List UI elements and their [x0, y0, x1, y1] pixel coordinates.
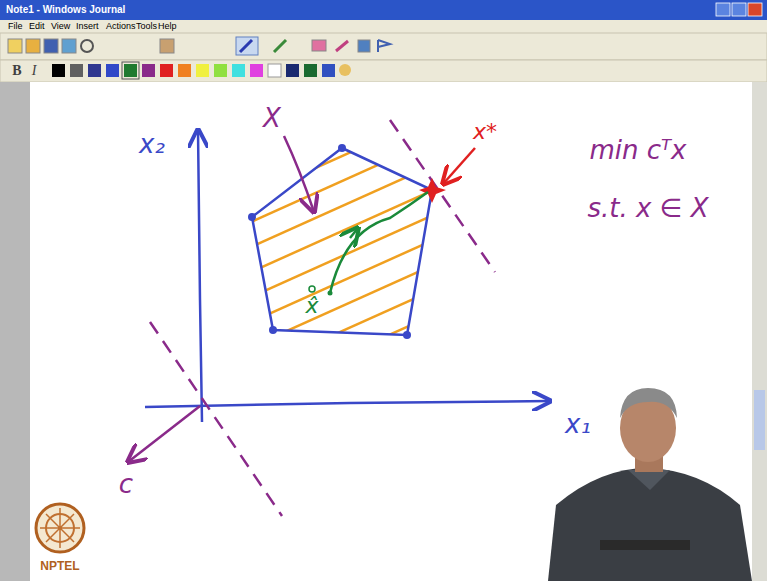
- scroll-thumb: [754, 390, 765, 450]
- menu-item: View: [51, 22, 70, 31]
- axis-label: x₂: [139, 131, 165, 157]
- page: [30, 82, 752, 581]
- side-margin: [0, 82, 30, 581]
- path-arrow: [350, 228, 358, 238]
- path-start: [328, 291, 333, 296]
- toolbar-icons: [8, 37, 390, 55]
- feasible-polygon: [252, 148, 432, 335]
- presenter: [548, 388, 752, 581]
- improvement-path: [330, 192, 428, 293]
- objective-text: min cᵀx: [590, 137, 687, 163]
- feasible-hatching: [200, 85, 500, 420]
- menu-item: File: [8, 22, 23, 31]
- menu-bar: [0, 20, 767, 33]
- point-label: x̂: [305, 295, 318, 317]
- menu-item: Help: [158, 22, 177, 31]
- start-point: [309, 286, 315, 292]
- level-line: [150, 322, 282, 516]
- vector-label: c: [119, 471, 133, 497]
- menu-item: Insert: [76, 22, 99, 31]
- axis-label: x₁: [565, 411, 591, 437]
- title-bar: [0, 0, 767, 20]
- window-button: [748, 3, 762, 16]
- menu-item: Tools: [136, 22, 157, 31]
- optimum-point: [419, 178, 446, 203]
- menu-item: Actions: [106, 22, 136, 31]
- toolbar: [0, 33, 767, 60]
- window-title: Note1 - Windows Journal: [6, 5, 125, 15]
- scrollbar: [752, 82, 767, 581]
- color-palette: [52, 62, 351, 79]
- constraint-text: s.t. x ∈ X: [588, 195, 709, 221]
- leader-line: [443, 148, 475, 184]
- polygon-vertices: [248, 144, 411, 339]
- nptel-logo: [36, 504, 84, 552]
- point-label: x*: [473, 121, 497, 143]
- window-button: [716, 3, 730, 16]
- menu-item: Edit: [29, 22, 45, 31]
- x2-axis: [198, 130, 202, 422]
- leader-line: [284, 136, 314, 212]
- logo-text: NPTEL: [40, 560, 79, 572]
- italic-button: I: [32, 64, 37, 78]
- toolbar: [0, 60, 767, 82]
- set-label: X: [263, 105, 281, 131]
- cost-vector: [128, 406, 200, 462]
- bold-button: B: [12, 64, 21, 78]
- window-button: [732, 3, 746, 16]
